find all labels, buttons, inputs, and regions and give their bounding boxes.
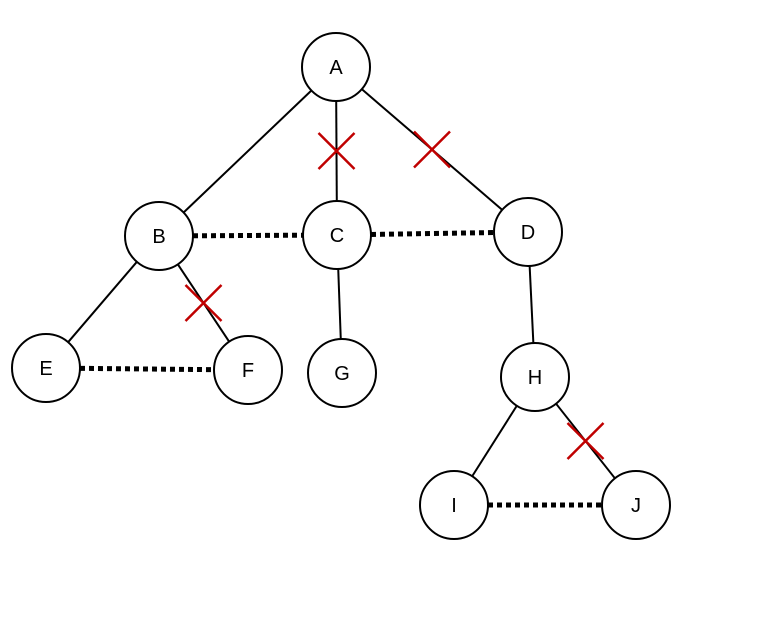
node-g: G (307, 338, 377, 408)
node-label: C (330, 225, 344, 247)
node-f: F (213, 335, 283, 405)
node-c: C (302, 200, 372, 270)
node-circle (493, 197, 563, 267)
node-label: H (528, 367, 542, 389)
cut-marks (184, 130, 605, 460)
nodes: A B C D E F G H I J (11, 32, 671, 540)
node-circle (124, 201, 194, 271)
node-circle (601, 470, 671, 540)
node-i: I (419, 470, 489, 540)
node-circle (302, 200, 372, 270)
node-circle (500, 342, 570, 412)
node-circle (301, 32, 371, 102)
cut-mark-a-d (413, 130, 451, 169)
node-label: G (334, 363, 350, 385)
node-label: D (521, 222, 535, 244)
cut-mark-b-f (184, 284, 223, 322)
sibling-link-b-c (192, 232, 304, 239)
node-e: E (11, 333, 81, 403)
edge-d-h (528, 265, 535, 344)
node-b: B (124, 201, 194, 271)
node-label: F (242, 360, 254, 382)
sibling-links (79, 230, 602, 508)
node-label: J (631, 495, 641, 517)
node-label: B (152, 226, 165, 248)
edge-a-b (182, 89, 313, 214)
sibling-link-c-d (370, 230, 495, 237)
node-circle (419, 470, 489, 540)
node-label: I (451, 495, 457, 517)
sibling-link-e-f (79, 365, 215, 373)
node-circle (307, 338, 377, 408)
node-circle (213, 335, 283, 405)
node-a: A (301, 32, 371, 102)
node-h: H (500, 342, 570, 412)
node-j: J (601, 470, 671, 540)
cut-mark-h-j (566, 422, 605, 460)
edge-b-e (67, 261, 138, 343)
node-circle (11, 333, 81, 403)
edge-h-i (471, 405, 518, 477)
node-label: E (39, 358, 52, 380)
node-d: D (493, 197, 563, 267)
cut-mark-a-c (317, 132, 356, 170)
node-label: A (329, 57, 343, 79)
edge-c-g (337, 268, 342, 340)
